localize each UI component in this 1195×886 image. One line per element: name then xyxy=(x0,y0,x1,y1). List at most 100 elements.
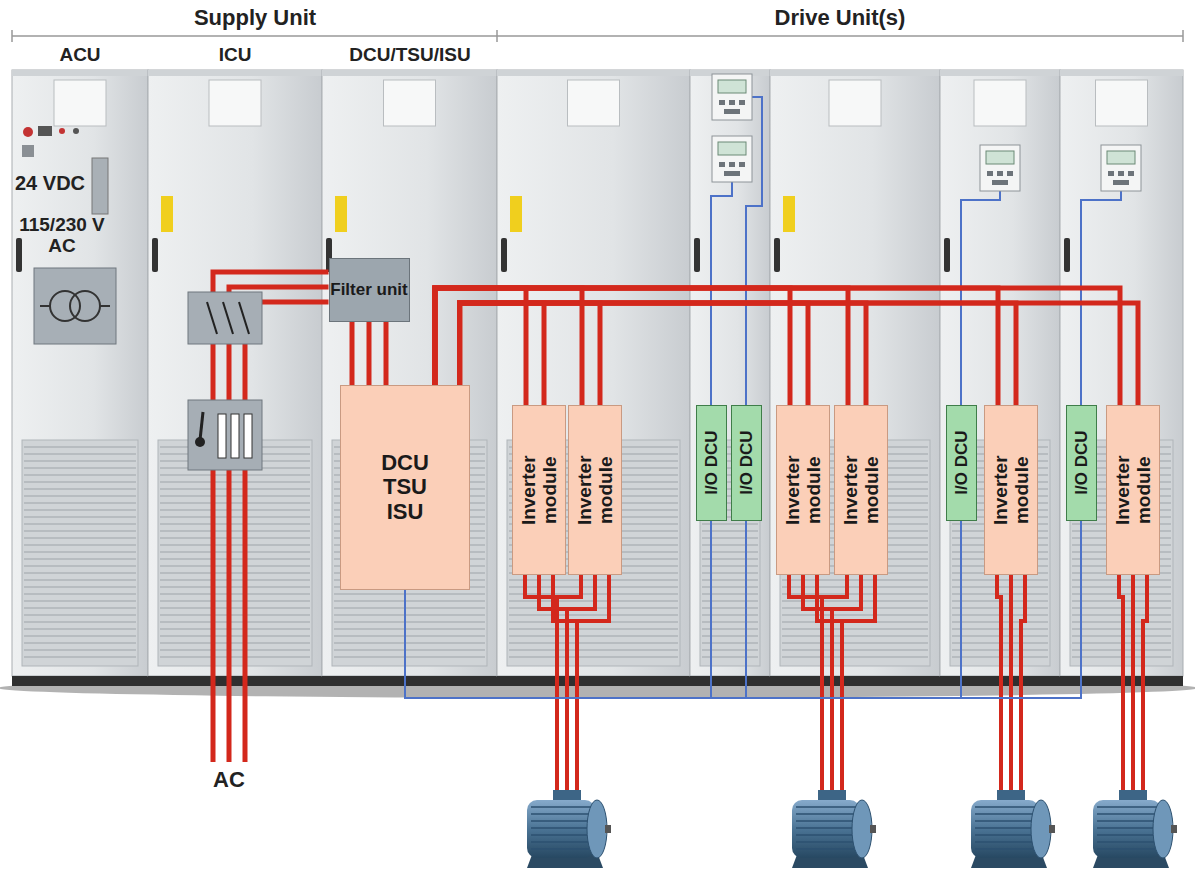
motor-cable xyxy=(1009,575,1013,790)
cabinet-door xyxy=(322,70,497,676)
louvre-slat xyxy=(160,600,310,601)
louvre-slat xyxy=(160,523,310,524)
louvre-slat xyxy=(334,614,485,615)
transformer-lead xyxy=(100,305,110,307)
louvre-slat xyxy=(952,586,1048,587)
louvre-slat xyxy=(24,586,136,587)
louvre-slat xyxy=(782,614,928,615)
louvre-slat xyxy=(24,614,136,615)
motor-fin xyxy=(796,827,856,829)
louvre-slat xyxy=(24,593,136,594)
louvre-slat xyxy=(24,523,136,524)
louvre-slat xyxy=(782,649,928,650)
part-label: AC xyxy=(213,768,245,793)
door-handle xyxy=(1064,238,1070,272)
fuse-switch-box xyxy=(188,400,262,470)
motor-fin xyxy=(531,841,591,843)
motor-cable xyxy=(567,575,595,790)
fuse xyxy=(218,414,226,458)
louvre-slat xyxy=(160,509,310,510)
panel-body xyxy=(980,145,1020,191)
io-dcu-box: I/O DCU xyxy=(1066,405,1097,521)
louvre-slat xyxy=(24,530,136,531)
plinth xyxy=(770,676,940,686)
motor-fin xyxy=(531,848,591,850)
bus-line xyxy=(384,322,389,385)
filter-unit-box: Filter unit xyxy=(329,258,410,322)
panel-key xyxy=(724,109,740,114)
ac-supply-line xyxy=(245,302,329,762)
motor-fin xyxy=(1097,820,1157,822)
motor xyxy=(527,790,611,868)
louvre-slat xyxy=(160,516,310,517)
louvre-slat xyxy=(24,572,136,573)
label-holder: 24 VDC xyxy=(15,172,85,194)
wiring xyxy=(213,97,1147,790)
motor-shaft xyxy=(870,825,876,833)
louvre-slat xyxy=(334,642,485,643)
louvre-slat xyxy=(24,551,136,552)
pilot-lamp xyxy=(73,128,79,134)
louvre-slat xyxy=(334,593,485,594)
part-label: 24 VDC xyxy=(15,172,85,194)
motor-fin xyxy=(1097,841,1157,843)
louvre-slat xyxy=(24,502,136,503)
bracket-tick xyxy=(11,30,13,42)
louvre-slat xyxy=(952,579,1048,580)
motor-fin xyxy=(1097,848,1157,850)
motor-fin xyxy=(796,813,856,815)
motor-shaft xyxy=(1049,825,1055,833)
motor-cable xyxy=(1021,575,1025,790)
bus-line xyxy=(460,303,808,405)
panel-key xyxy=(1007,171,1013,176)
bracket-tick xyxy=(1182,30,1184,42)
motor-fin xyxy=(975,820,1035,822)
motor-shaft xyxy=(605,825,611,833)
bus-connector xyxy=(435,288,1016,405)
louvre-slat xyxy=(782,628,928,629)
module-label: I/O DCU xyxy=(701,431,720,495)
control-panel xyxy=(712,74,752,120)
louvre-slat xyxy=(160,495,310,496)
switch-contact xyxy=(239,302,249,334)
motor-cable xyxy=(832,575,861,790)
louvre-slat xyxy=(160,607,310,608)
motor-end-cap xyxy=(1153,800,1173,858)
panel-display xyxy=(718,80,746,93)
louvre-slat xyxy=(160,642,310,643)
panel-key xyxy=(1128,171,1134,176)
warning-label xyxy=(510,196,522,232)
motor-fin xyxy=(531,834,591,836)
motor-fin xyxy=(796,820,856,822)
louvre-slat xyxy=(334,635,485,636)
part-label: DCU/TSU/ISU xyxy=(349,44,470,65)
louvre-slat xyxy=(24,649,136,650)
panel-display xyxy=(718,142,746,155)
motor-cable xyxy=(842,575,875,790)
control-fibre xyxy=(961,191,1000,405)
motor-body xyxy=(1093,800,1161,858)
motor-fin xyxy=(975,813,1035,815)
motor xyxy=(971,790,1055,868)
louvre-slat xyxy=(24,474,136,475)
louvre-slat xyxy=(160,572,310,573)
louvre-slat xyxy=(24,509,136,510)
panel-body xyxy=(1101,145,1141,191)
inverter-module-box: Inverter module xyxy=(984,405,1038,575)
cabinet xyxy=(322,70,497,686)
motor-fin xyxy=(1097,806,1157,808)
plinth xyxy=(690,676,770,686)
panel-key xyxy=(1113,180,1129,185)
louvre-slat xyxy=(24,467,136,468)
louvre-slat xyxy=(24,488,136,489)
bus-line xyxy=(435,288,998,405)
louvre-slat xyxy=(334,600,485,601)
louvre-slat xyxy=(24,607,136,608)
panel-key xyxy=(1118,171,1124,176)
louvre-slat xyxy=(160,593,310,594)
control-panel xyxy=(980,145,1020,191)
louvre-slat xyxy=(160,488,310,489)
louvre-slat xyxy=(509,614,678,615)
panel-key xyxy=(719,100,725,105)
